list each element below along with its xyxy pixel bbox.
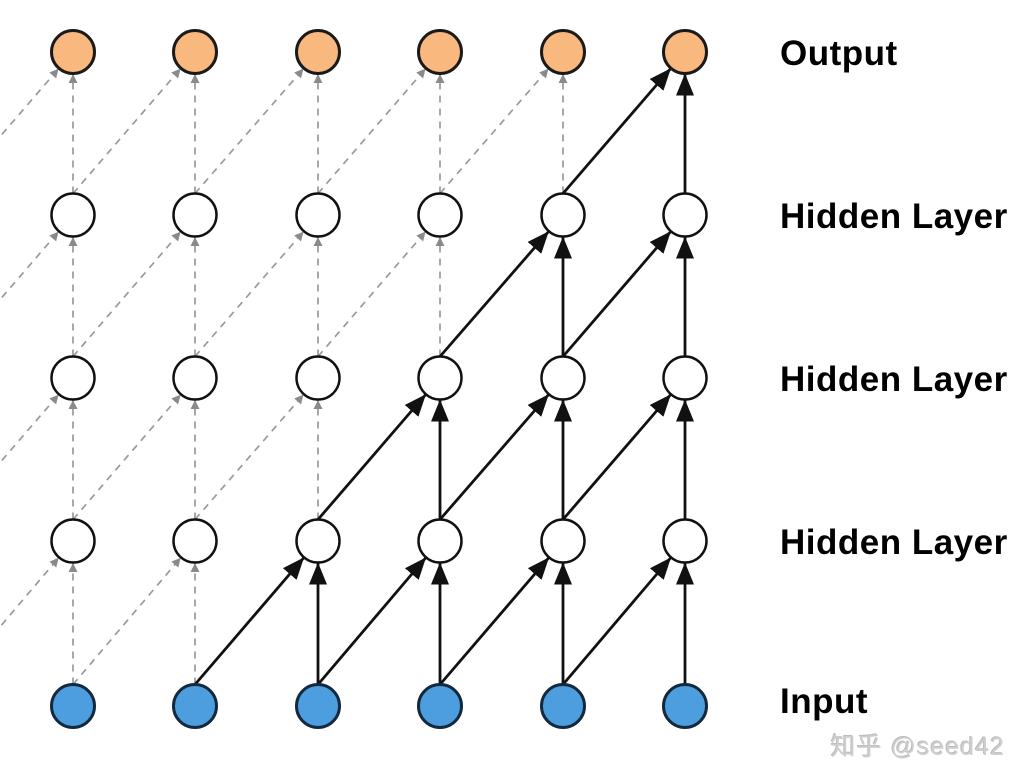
edge-dashed xyxy=(72,557,182,686)
edge-dashed xyxy=(439,68,549,195)
edge-solid xyxy=(438,557,550,686)
edge-solid xyxy=(316,394,427,521)
node-hidden-r1-c6 xyxy=(662,192,708,238)
edge-dashed xyxy=(0,68,59,138)
node-hidden-r2-c5 xyxy=(540,355,586,401)
node-hidden-r3-c4 xyxy=(417,518,463,564)
edge-dashed xyxy=(72,394,181,521)
edge-dashed xyxy=(194,394,304,521)
node-hidden-r2-c2 xyxy=(172,355,218,401)
node-hidden-r3-c1 xyxy=(50,518,96,564)
node-hidden-r2-c1 xyxy=(50,355,96,401)
edge-dashed xyxy=(0,557,60,629)
label-hidden-layer-2: Hidden Layer xyxy=(780,360,1008,399)
node-hidden-r3-c2 xyxy=(172,518,218,564)
label-output: Output xyxy=(780,34,898,73)
edge-solid xyxy=(561,557,672,686)
edge-solid xyxy=(438,394,550,521)
node-output-r0-c5 xyxy=(540,29,586,75)
edge-dashed xyxy=(72,68,181,195)
node-hidden-r1-c2 xyxy=(172,192,218,238)
label-input: Input xyxy=(780,682,869,721)
node-output-r0-c6 xyxy=(662,29,708,75)
edge-dashed xyxy=(317,231,426,358)
nodes-layer xyxy=(50,29,708,729)
edge-solid xyxy=(561,231,672,358)
node-hidden-r3-c3 xyxy=(295,518,341,564)
node-input-r4-c5 xyxy=(540,683,586,729)
edge-dashed xyxy=(194,68,304,195)
node-output-r0-c4 xyxy=(417,29,463,75)
node-hidden-r1-c3 xyxy=(295,192,341,238)
watermark-zhihu-seed42: 知乎 @seed42 xyxy=(830,733,1005,761)
node-hidden-r1-c5 xyxy=(540,192,586,238)
edge-solid xyxy=(316,557,427,686)
edge-dashed xyxy=(194,231,304,358)
node-hidden-r3-c5 xyxy=(540,518,586,564)
label-hidden-layer-1: Hidden Layer xyxy=(780,197,1008,236)
node-hidden-r2-c4 xyxy=(417,355,463,401)
node-output-r0-c2 xyxy=(172,29,218,75)
edge-solid xyxy=(438,231,550,358)
label-hidden-layer-3: Hidden Layer xyxy=(780,523,1008,562)
node-output-r0-c1 xyxy=(50,29,96,75)
edges-layer xyxy=(0,68,694,686)
edge-dashed xyxy=(0,231,59,301)
node-hidden-r1-c1 xyxy=(50,192,96,238)
edge-solid xyxy=(561,394,672,521)
node-hidden-r2-c6 xyxy=(662,355,708,401)
node-hidden-r1-c4 xyxy=(417,192,463,238)
edge-dashed xyxy=(72,231,181,358)
edge-dashed xyxy=(317,68,426,195)
node-input-r4-c4 xyxy=(417,683,463,729)
edge-dashed xyxy=(0,394,59,464)
edge-solid xyxy=(561,68,672,195)
node-hidden-r2-c3 xyxy=(295,355,341,401)
edge-solid xyxy=(193,557,305,686)
node-output-r0-c3 xyxy=(295,29,341,75)
node-hidden-r3-c6 xyxy=(662,518,708,564)
node-input-r4-c2 xyxy=(172,683,218,729)
node-input-r4-c1 xyxy=(50,683,96,729)
node-input-r4-c6 xyxy=(662,683,708,729)
node-input-r4-c3 xyxy=(295,683,341,729)
